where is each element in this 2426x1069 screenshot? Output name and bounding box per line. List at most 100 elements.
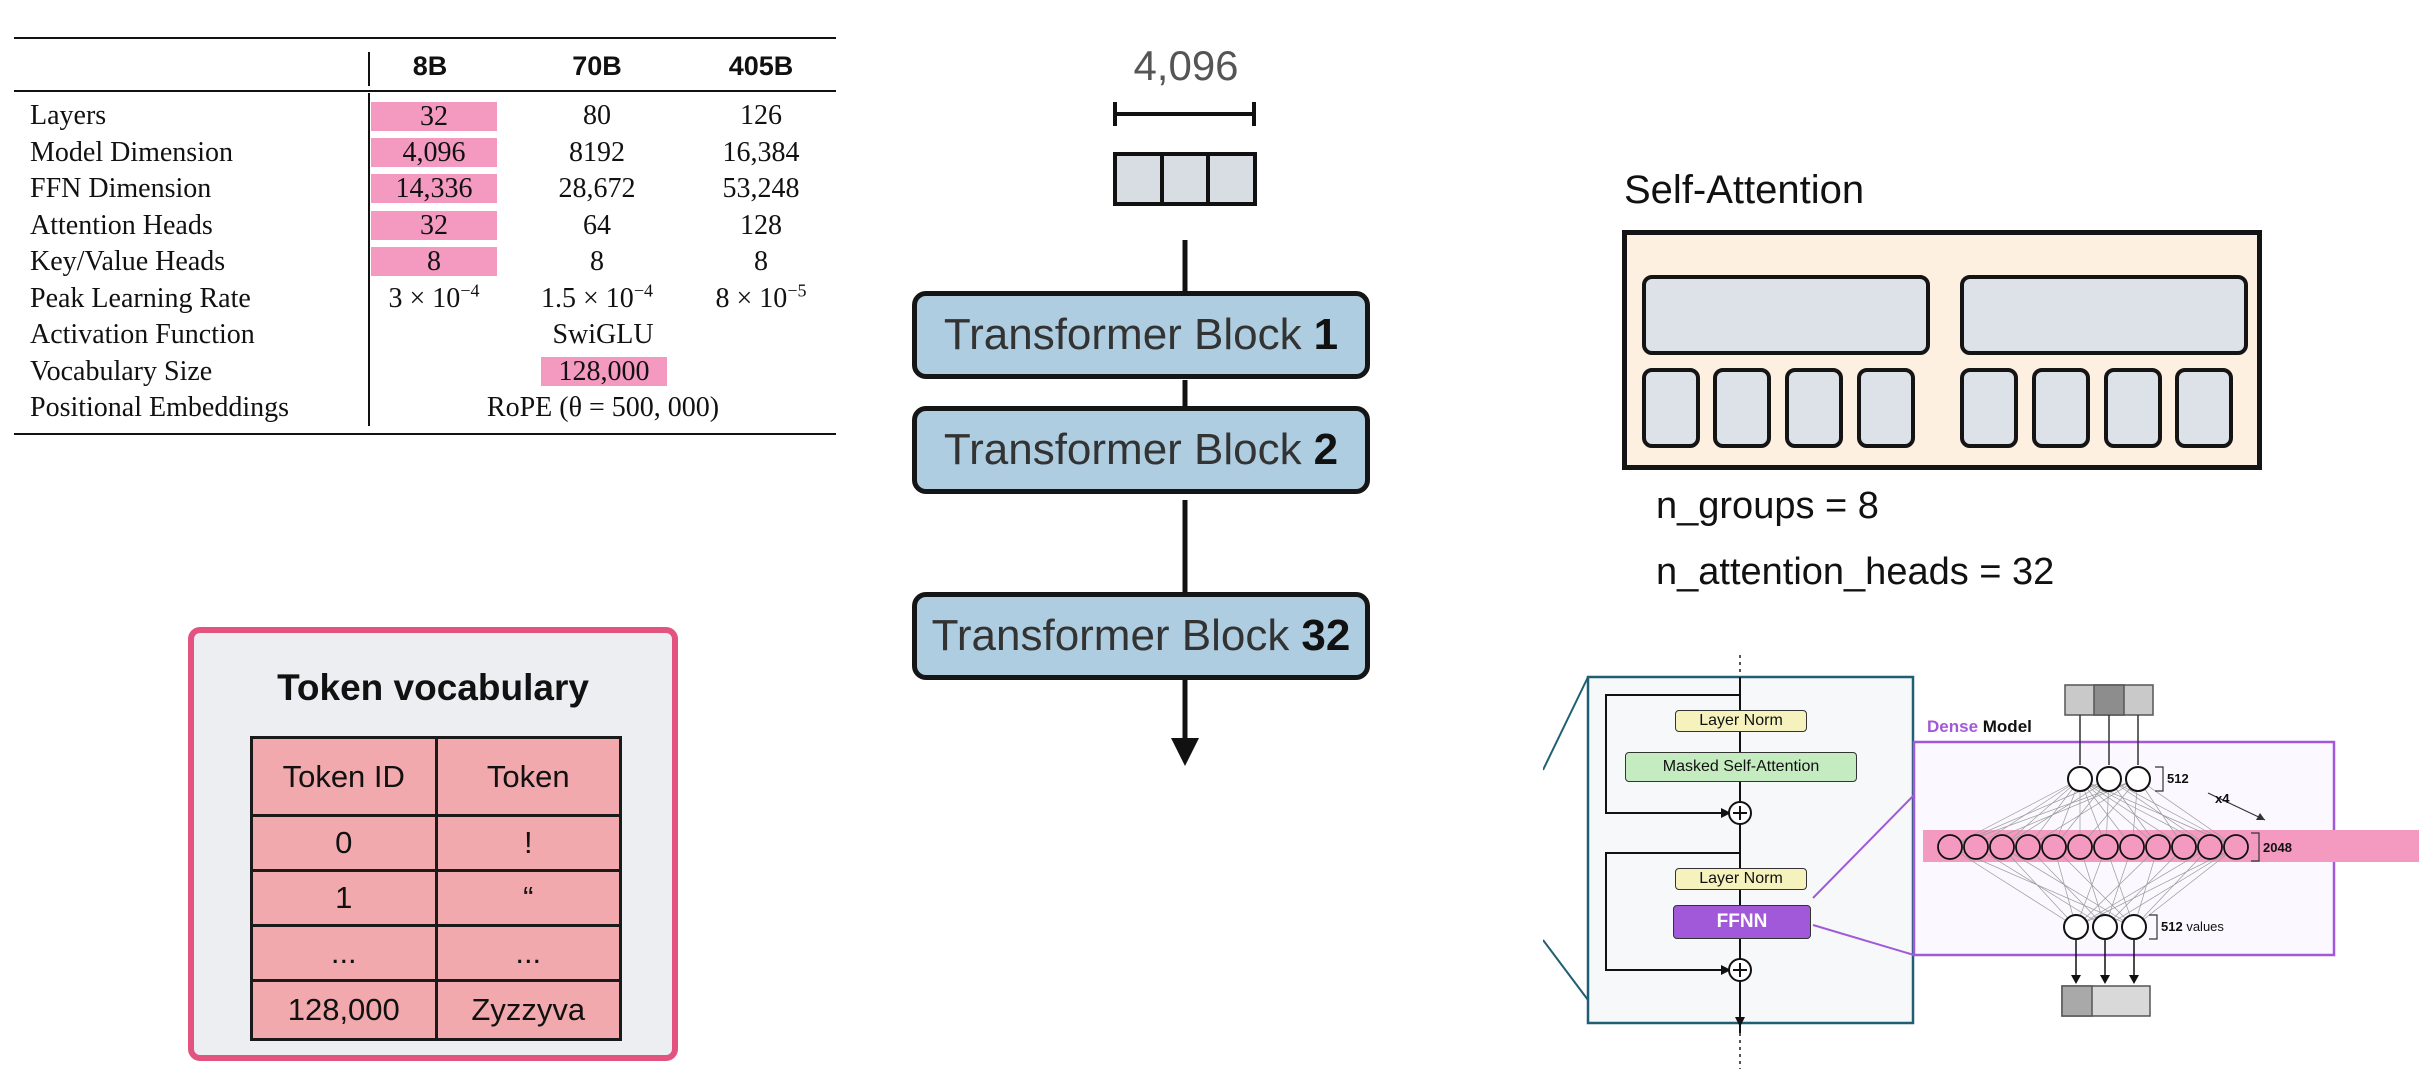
cell-70b-lr: 1.5 × 10−4 — [541, 280, 653, 314]
cell-positional: RoPE (θ = 500, 000) — [486, 392, 720, 423]
cell-8b-model-dim: 4,096 — [371, 138, 497, 167]
table-row: 128,000 Zyzzyva — [250, 979, 622, 1041]
dense-model-graphic — [1543, 655, 2419, 1069]
attention-head — [2175, 368, 2233, 448]
table-top-rule — [14, 37, 836, 39]
cell-405b-ffn-dim: 53,248 — [722, 173, 800, 204]
cell-token: ... — [434, 924, 622, 982]
self-attention-title: Self-Attention — [1624, 168, 1865, 212]
table-row: 0 ! — [250, 814, 622, 872]
table-row: 1 “ — [250, 869, 622, 927]
attention-head — [1960, 368, 2018, 448]
row-label-layers: Layers — [30, 100, 107, 131]
cell-token: ! — [434, 814, 622, 872]
query-group-left — [1642, 275, 1930, 355]
block-number: 32 — [1301, 611, 1351, 660]
cell-70b-attn-heads: 64 — [583, 210, 611, 241]
table-column-separator — [368, 52, 370, 86]
attention-head — [2104, 368, 2162, 448]
row-label-model-dimension: Model Dimension — [30, 137, 233, 168]
cell-8b-ffn-dim: 14,336 — [371, 174, 497, 203]
row-label-activation: Activation Function — [30, 319, 255, 350]
attention-head — [1785, 368, 1843, 448]
cell-405b-layers: 126 — [740, 100, 782, 131]
dense-model-title-rest: Model — [1982, 717, 2032, 736]
cell-token-id: 1 — [250, 869, 438, 927]
dense-model-title-accent: Dense — [1927, 717, 1979, 736]
ffnn-box: FFNN — [1673, 905, 1811, 939]
layer-norm-2: Layer Norm — [1675, 868, 1807, 890]
input-dim-label: 512 — [2167, 771, 2189, 786]
cell-8b-kv-heads: 8 — [371, 247, 497, 276]
output-dim-suffix: values — [2186, 919, 2224, 934]
cell-405b-lr: 8 × 10−5 — [715, 280, 807, 314]
table-row: Token ID Token — [250, 736, 622, 817]
row-label-attention-heads: Attention Heads — [30, 210, 213, 241]
embedding-vector — [1113, 152, 1257, 206]
cell-70b-model-dim: 8192 — [569, 137, 625, 168]
transformer-stack-lines — [1113, 102, 1257, 766]
attention-head — [1857, 368, 1915, 448]
block-number: 1 — [1313, 310, 1339, 359]
cell-405b-attn-heads: 128 — [740, 210, 782, 241]
table-header-rule — [14, 90, 836, 92]
cell-activation: SwiGLU — [552, 319, 654, 350]
n-groups-label: n_groups = 8 — [1656, 485, 1879, 527]
cell-70b-layers: 80 — [583, 100, 611, 131]
cell-token: Zyzzyva — [434, 979, 622, 1041]
cell-70b-kv-heads: 8 — [590, 246, 604, 277]
block-number: 2 — [1313, 425, 1339, 474]
header-token-id: Token ID — [250, 736, 438, 817]
column-header-405b: 405B — [728, 51, 794, 81]
token-vocabulary-card: Token vocabulary Token ID Token 0 ! 1 “ … — [188, 627, 678, 1061]
token-vocabulary-table: Token ID Token 0 ! 1 “ ... ... 128,000 Z… — [250, 736, 622, 1041]
cell-token-id: 128,000 — [250, 979, 438, 1041]
row-label-vocab-size: Vocabulary Size — [30, 356, 213, 387]
block-label: Transformer Block — [943, 425, 1302, 474]
hidden-dim-label: 2048 — [2263, 840, 2292, 855]
cell-405b-kv-heads: 8 — [754, 246, 768, 277]
masked-self-attention-box: Masked Self-Attention — [1625, 752, 1857, 782]
output-arrow-icon — [1171, 738, 1199, 766]
cell-8b-lr: 3 × 10−4 — [388, 280, 480, 314]
row-label-learning-rate: Peak Learning Rate — [30, 283, 251, 314]
output-dim-value: 512 — [2161, 919, 2183, 934]
row-label-positional: Positional Embeddings — [30, 392, 289, 423]
cell-token: “ — [434, 869, 622, 927]
attention-head — [1642, 368, 1700, 448]
cell-vocab-size: 128,000 — [541, 357, 667, 386]
cell-token-id: ... — [250, 924, 438, 982]
attention-head — [1713, 368, 1771, 448]
block-label: Transformer Block — [943, 310, 1302, 359]
column-header-8b: 8B — [412, 51, 448, 81]
header-token: Token — [434, 736, 622, 817]
column-header-70b: 70B — [572, 51, 622, 81]
row-label-kv-heads: Key/Value Heads — [30, 246, 226, 277]
self-attention-box — [1622, 230, 2262, 470]
dense-model-panel: Layer Norm Masked Self-Attention Layer N… — [1543, 655, 2419, 1069]
cell-token-id: 0 — [250, 814, 438, 872]
table-bottom-rule — [14, 433, 836, 435]
model-spec-table: 8B 70B 405B Layers Model Dimension FFN D… — [14, 37, 836, 437]
block-label: Transformer Block — [931, 611, 1290, 660]
output-dim-label: 512 values — [2161, 919, 2224, 934]
multiplier-label: x4 — [2215, 791, 2230, 806]
query-group-right — [1960, 275, 2248, 355]
table-column-separator — [368, 93, 370, 426]
cell-405b-model-dim: 16,384 — [722, 137, 800, 168]
embedding-dimension-label: 4,096 — [1133, 42, 1239, 89]
attention-head — [2032, 368, 2090, 448]
cell-8b-layers: 32 — [371, 102, 497, 131]
token-vocabulary-title: Token vocabulary — [277, 667, 589, 708]
n-attention-heads-label: n_attention_heads = 32 — [1656, 551, 2055, 593]
row-label-ffn-dimension: FFN Dimension — [30, 173, 212, 204]
cell-8b-attn-heads: 32 — [371, 211, 497, 240]
cell-70b-ffn-dim: 28,672 — [558, 173, 636, 204]
layer-norm-1: Layer Norm — [1675, 710, 1807, 732]
table-row: ... ... — [250, 924, 622, 982]
dense-model-title: Dense Model — [1927, 717, 2032, 737]
dimension-bracket — [1113, 102, 1256, 126]
